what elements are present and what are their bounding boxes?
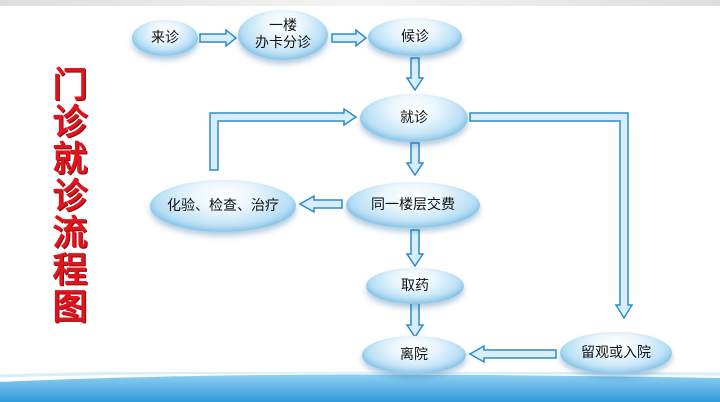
arrow-liguan-to-liyuan — [468, 344, 557, 364]
title-char: 门 — [52, 66, 88, 106]
node-banka-fenzhen[interactable]: 一楼 办卡分诊 — [238, 10, 328, 60]
node-jiaofei[interactable]: 同一楼层交费 — [346, 182, 480, 228]
arrow-jiuzhen-to-liguan — [469, 112, 634, 320]
title-char: 诊 — [52, 177, 88, 217]
page-title-vertical: 门 诊 就 诊 流 程 图 — [42, 68, 98, 327]
title-char: 就 — [52, 140, 88, 180]
node-huayan-jiancha-zhiliao[interactable]: 化验、检查、治疗 — [150, 180, 296, 232]
arrow-jiaofei-to-huayan — [298, 194, 343, 214]
top-strip-decoration — [0, 0, 720, 6]
arrow-banka-to-houzhen — [331, 28, 368, 48]
arrow-laizhen-to-banka — [199, 28, 238, 48]
node-jiuzhen[interactable]: 就诊 — [360, 94, 468, 142]
arrow-quyao-to-liyuan — [405, 302, 425, 339]
node-quyao[interactable]: 取药 — [366, 268, 464, 304]
bottom-wave-band — [0, 372, 720, 402]
node-laizhen[interactable]: 来诊 — [132, 20, 198, 56]
title-char: 诊 — [52, 103, 88, 143]
title-char: 程 — [52, 251, 88, 291]
title-char: 流 — [52, 214, 88, 254]
arrow-jiuzhen-to-jiaofei — [405, 142, 425, 177]
node-liuguan-ruyuan[interactable]: 留观或入院 — [560, 332, 672, 374]
arrow-houzhen-to-jiuzhen — [405, 57, 425, 92]
arrow-huayan-to-jiuzhen — [209, 107, 358, 171]
title-char: 图 — [52, 288, 88, 328]
node-liyuan[interactable]: 离院 — [362, 336, 466, 374]
arrow-jiaofei-to-quyao — [405, 229, 425, 268]
node-houzhen[interactable]: 候诊 — [368, 18, 462, 56]
